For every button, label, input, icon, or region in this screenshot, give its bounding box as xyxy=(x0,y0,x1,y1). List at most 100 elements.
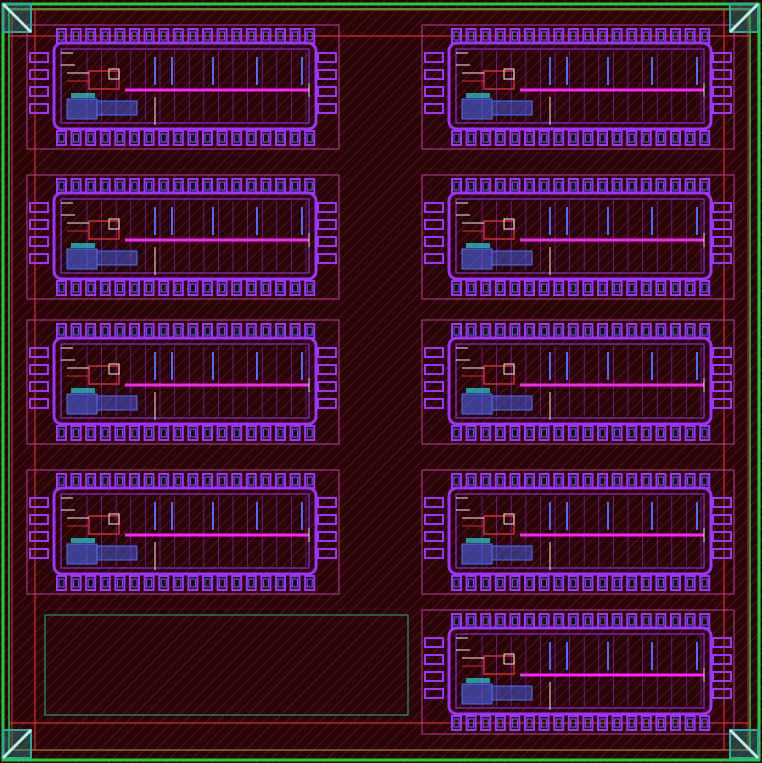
via xyxy=(292,578,299,588)
via xyxy=(672,283,679,293)
via xyxy=(131,476,138,486)
via xyxy=(555,326,562,336)
contact-finger xyxy=(670,473,681,489)
side-finger xyxy=(424,514,444,525)
contact-finger xyxy=(509,613,521,629)
via xyxy=(672,616,679,626)
contact-finger xyxy=(114,280,126,296)
via xyxy=(262,428,269,438)
via xyxy=(292,428,299,438)
via xyxy=(511,326,518,336)
via xyxy=(511,616,518,626)
via xyxy=(497,476,504,486)
contact-finger xyxy=(465,715,477,731)
via xyxy=(482,476,489,486)
via xyxy=(453,133,460,143)
via xyxy=(58,133,65,143)
via xyxy=(584,31,591,41)
via xyxy=(672,133,679,143)
via xyxy=(657,428,664,438)
contact-finger xyxy=(567,613,579,629)
contact-finger xyxy=(538,28,550,44)
contact-finger xyxy=(172,28,184,44)
side-finger xyxy=(712,69,732,80)
via xyxy=(453,578,460,588)
contact-finger xyxy=(553,715,565,731)
contact-finger xyxy=(480,715,492,731)
via xyxy=(570,31,577,41)
via xyxy=(248,133,255,143)
via xyxy=(453,616,460,626)
contact-finger xyxy=(70,28,82,44)
contact-finger xyxy=(172,425,184,441)
cell-guard-ring xyxy=(447,626,713,716)
contact-finger xyxy=(216,178,228,194)
contact-finger xyxy=(289,473,301,489)
contact-finger xyxy=(289,280,301,296)
contact-finger xyxy=(655,280,667,296)
via xyxy=(628,133,635,143)
via xyxy=(87,181,94,191)
contact-finger xyxy=(289,575,301,591)
side-finger xyxy=(424,253,444,264)
contact-finger xyxy=(480,28,492,44)
contact-finger xyxy=(538,323,550,339)
via xyxy=(131,181,138,191)
via xyxy=(643,181,650,191)
contact-finger xyxy=(275,323,286,339)
side-finger xyxy=(29,364,49,375)
via xyxy=(87,283,94,293)
contact-finger xyxy=(143,130,155,146)
via xyxy=(277,428,284,438)
via xyxy=(87,133,94,143)
via xyxy=(175,283,182,293)
via xyxy=(58,283,65,293)
contact-finger xyxy=(260,575,272,591)
contact-finger xyxy=(465,280,477,296)
via xyxy=(643,133,650,143)
side-finger xyxy=(317,398,337,409)
side-finger xyxy=(712,347,732,358)
contact-finger xyxy=(538,715,550,731)
via xyxy=(555,578,562,588)
via xyxy=(116,476,123,486)
side-finger xyxy=(424,219,444,230)
contact-finger xyxy=(56,130,67,146)
side-finger xyxy=(29,219,49,230)
side-finger xyxy=(29,381,49,392)
contact-finger xyxy=(509,473,521,489)
via xyxy=(146,181,153,191)
via xyxy=(292,476,299,486)
via xyxy=(233,326,240,336)
driver-block xyxy=(96,100,138,116)
via xyxy=(599,326,606,336)
via xyxy=(657,718,664,728)
contact-finger xyxy=(524,613,535,629)
via xyxy=(497,31,504,41)
via xyxy=(468,31,475,41)
via xyxy=(306,428,313,438)
via xyxy=(541,133,548,143)
contact-finger xyxy=(684,715,696,731)
via xyxy=(541,718,548,728)
via xyxy=(204,181,211,191)
via xyxy=(526,476,533,486)
via xyxy=(73,578,80,588)
contact-finger xyxy=(597,130,608,146)
contact-finger xyxy=(231,323,243,339)
contact-finger xyxy=(260,280,272,296)
via xyxy=(643,616,650,626)
contact-finger xyxy=(70,425,82,441)
contact-finger xyxy=(480,473,492,489)
contact xyxy=(503,363,515,375)
via xyxy=(555,133,562,143)
via xyxy=(468,326,475,336)
via xyxy=(614,428,621,438)
side-finger xyxy=(317,103,337,114)
via xyxy=(570,476,577,486)
via xyxy=(599,718,606,728)
via xyxy=(541,31,548,41)
contact-finger xyxy=(465,575,477,591)
